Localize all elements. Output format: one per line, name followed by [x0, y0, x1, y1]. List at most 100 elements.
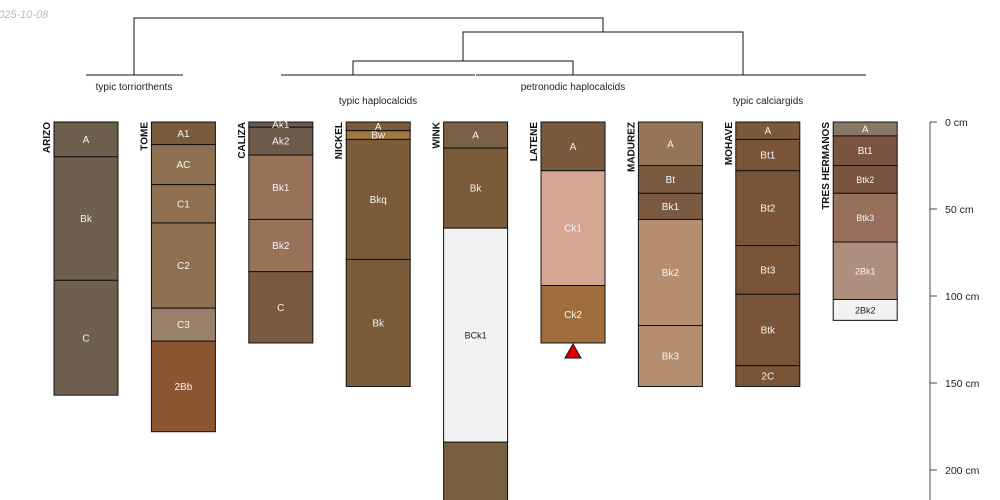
profile-name: MADUREZ [626, 122, 637, 172]
horizon [443, 441, 509, 500]
horizon-label: 2Bk1 [855, 266, 876, 276]
horizon-label: Bk3 [662, 352, 680, 363]
horizon-label: Bw [371, 131, 386, 142]
horizon [832, 241, 898, 300]
horizon-label: C [82, 333, 89, 344]
horizon-boxes [150, 121, 216, 433]
horizon-label: Bt1 [760, 151, 775, 162]
horizon-label: Bt2 [760, 204, 775, 215]
horizon-label: Bt3 [760, 265, 775, 276]
horizon-label: Btk [761, 325, 776, 336]
horizon-labels: A BkC [80, 135, 93, 344]
horizon [540, 170, 606, 287]
profile-name: ARIZO [42, 122, 53, 153]
profile-name: WINK [432, 121, 443, 148]
horizon [540, 121, 606, 172]
dendrogram [86, 17, 866, 76]
profile-name: NICKEL [334, 122, 345, 159]
horizon [443, 121, 509, 149]
horizon-label: A [375, 122, 382, 133]
horizon [637, 121, 703, 166]
horizon [248, 271, 314, 344]
horizon [443, 147, 509, 229]
profile-name: CALIZA [237, 122, 248, 159]
horizon-boxes [345, 121, 411, 387]
horizon-boxes [53, 121, 119, 396]
horizon [53, 121, 119, 158]
horizon-label: A [83, 135, 90, 146]
horizon-label: Bk1 [662, 202, 680, 213]
horizon [150, 222, 216, 309]
axis-tick-label: 200 cm [945, 465, 980, 477]
date-label: 2025-10-08 [0, 9, 49, 21]
soil-profile: ARIZO A BkC [42, 121, 119, 396]
horizon [637, 192, 703, 220]
profile-name: MOHAVE [724, 122, 735, 165]
horizon-label: 2Bb [175, 382, 193, 393]
horizon [637, 218, 703, 327]
horizon [248, 218, 314, 273]
horizon-label: Ck1 [564, 224, 582, 235]
horizon-boxes [443, 121, 509, 500]
horizon-boxes [248, 121, 314, 344]
horizon-label: A [472, 131, 479, 142]
horizon [150, 307, 216, 342]
horizon [248, 154, 314, 220]
profile-name: TRES HERMANOS [821, 122, 832, 210]
axis-tick-label: 0 cm [945, 117, 968, 129]
horizon-label: Bt1 [858, 146, 873, 157]
horizon-label: Ak2 [272, 137, 290, 148]
horizon-label: Bk2 [272, 241, 290, 252]
horizon [150, 340, 216, 433]
horizon-boxes [832, 121, 898, 321]
horizon [735, 170, 801, 247]
horizon-label: Bkq [370, 195, 387, 206]
horizon-label: C [277, 303, 284, 314]
horizon [150, 144, 216, 186]
horizon [540, 285, 606, 344]
horizon-label: Btk2 [856, 175, 874, 185]
horizon-label: A [570, 142, 577, 153]
horizon-boxes [540, 121, 606, 344]
horizon-label: A [667, 139, 674, 150]
horizon [345, 258, 411, 387]
horizon-label: C1 [177, 199, 190, 210]
horizon [832, 298, 898, 321]
horizon-label: Bk [372, 318, 385, 329]
horizon [735, 365, 801, 387]
horizon [53, 156, 119, 281]
profile-name: LATENE [529, 122, 540, 162]
horizon-label: BCk1 [465, 331, 487, 341]
horizon-label: Bk [80, 214, 93, 225]
horizon [832, 165, 898, 194]
horizon-label: 2Bk2 [855, 305, 876, 315]
bottom-marker-triangle [564, 342, 582, 359]
horizon-label: Bk1 [272, 183, 290, 194]
horizon-label: C2 [177, 261, 190, 272]
horizon-label: 2C [761, 372, 774, 383]
group-label: petronodic haplocalcids [521, 82, 626, 93]
horizon-boxes [735, 121, 801, 387]
group-label: typic torriorthents [96, 82, 173, 93]
group-label: typic calciargids [733, 96, 804, 107]
group-labels: typic torriorthents typic haplocalcids p… [96, 82, 804, 107]
horizon [150, 184, 216, 224]
horizon-label: C3 [177, 320, 190, 331]
axis-tick-label: 150 cm [945, 378, 980, 390]
horizon-label: Ck2 [564, 310, 582, 321]
